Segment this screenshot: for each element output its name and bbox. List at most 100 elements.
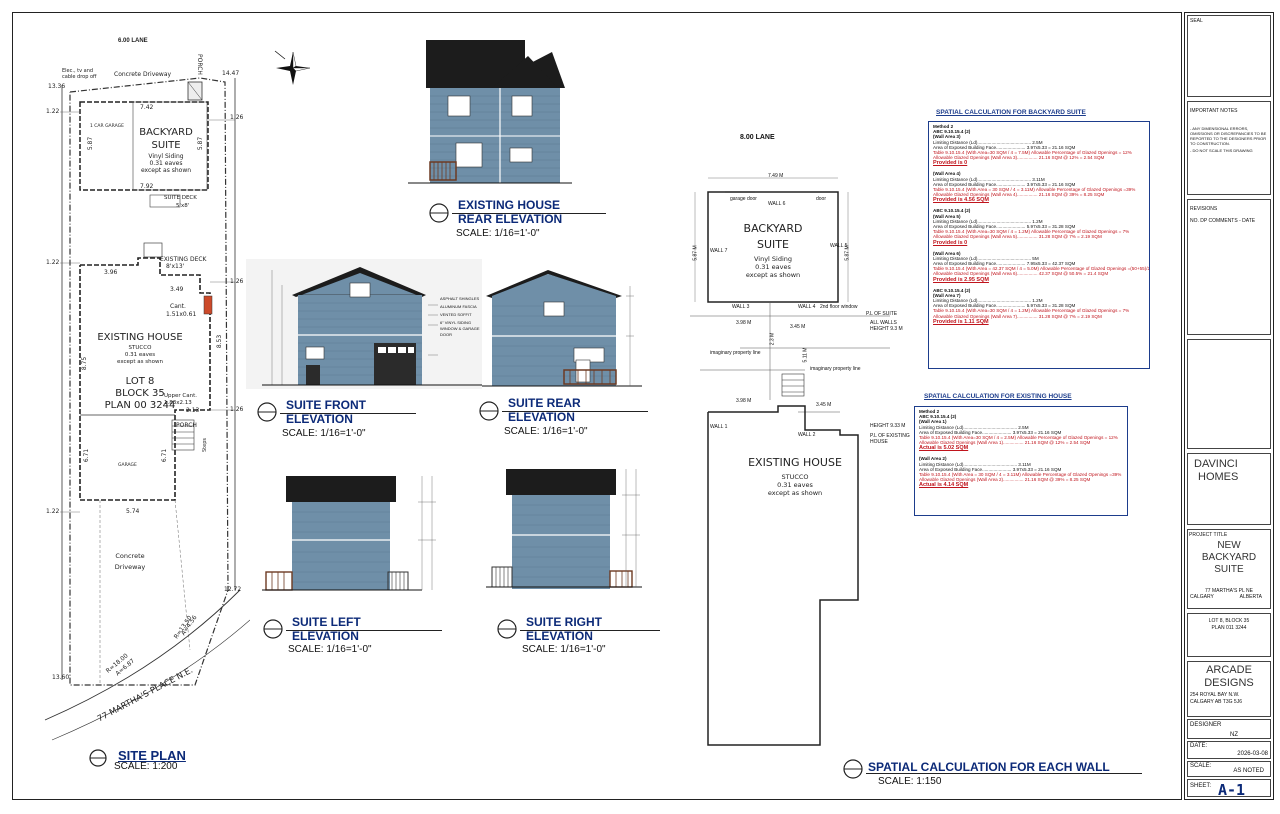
calc-line: (Wall Area 5) [933,213,961,219]
calc-line: Allowable Glazed Openings (Wall Area 4).… [933,192,1105,198]
calc-line: (Wall Area 6) [933,250,961,256]
imag-line-1: imaginary property line [710,350,761,356]
spatial-lane: 8.00 LANE [740,134,775,141]
calc-line: (Wall Area 2) [919,456,947,462]
front-note-3: VENTED SOFFIT [440,312,472,317]
dim-875: 8.75 [81,356,89,371]
calc-line: Allowable Glazed Openings (Wall Area 2).… [919,477,1091,483]
calc-line: ABC 9.10.15.4 (2) [933,287,971,293]
dim-left-587: 5.87 M [692,245,699,261]
calc-line: (Wall Area 3) [933,134,961,140]
calc-provided: Provided is 4.56 SQM [933,197,989,204]
calc-line: Table 9.10.15.4 (With Area=30 SQM / 4 = … [933,308,1130,314]
calc-line: Limiting Distance (Ld)..................… [919,461,1031,467]
dim-23: 2.3 M [769,332,776,346]
seal-label: SEAL [1190,18,1203,24]
sheet-label: SHEET: [1190,783,1212,789]
front-elev-title-1: SUITE FRONT [286,398,366,412]
right-elev-title-1: SUITE RIGHT [526,615,603,629]
right-elev-title-block: SUITE RIGHT ELEVATION SCALE: 1/16=1'-0" [496,614,666,658]
calc-line: Area of Exposed Building Face...........… [933,261,1076,267]
upper-cant-label: Upper Cant. [164,393,198,399]
calc-provided: Provided is 0 [933,239,968,246]
designer-value: NZ [1230,732,1238,738]
dim-742: 7.42 [140,104,154,111]
title-underline [502,411,648,412]
revisions-label: REVISIONS [1190,206,1218,212]
existing-deck-label: EXISTING DECK [160,256,207,263]
wall4-label: WALL 4 [798,304,816,310]
rear-elev-title-block: EXISTING HOUSE REAR ELEVATION SCALE: 1/1… [428,198,606,242]
dim-349: 3.49 [170,286,184,293]
legal-2: PLAN 011 3244 [1211,625,1247,631]
calc-line: Area of Exposed Building Face...........… [933,303,1076,309]
notes-cell: IMPORTANT NOTES - ANY DIMENSIONAL ERRORS… [1187,101,1271,195]
dim-top-left: 13.36 [48,83,66,90]
calc-line: Method 2 [919,409,940,414]
walls-height-label: ALL WALLS HEIGHT 9.3 M [870,320,903,332]
garage-door-label: garage door [730,196,757,202]
porch-mid-label: PORCH [176,422,197,429]
calc-provided: Provided is 2.95 SQM [933,276,989,283]
dim-671-right: 6.71 [161,448,169,463]
title-underline [866,773,1142,774]
dim-right-587: 5.87 M [844,245,851,261]
dim-122-c: 1.22 [46,508,60,515]
calc-line: Table 9.10.15.4 (With Area = 30 SQM / 4 … [933,187,1136,193]
existing-house-rear-elevation-drawing [408,40,572,184]
firm-cell: ARCADE DESIGNS 254 ROYAL BAY N.W. CALGAR… [1187,661,1271,717]
house-finish: STUCCO [128,345,152,351]
spatial-suite-label-1: BACKYARD [743,222,803,235]
spatial-suite-siding: Vinyl Siding [753,255,793,263]
spatial-suite-label-2: SUITE [757,238,789,251]
calc-provided: Provided is 1.11 SQM [933,318,989,325]
right-elev-title-2: ELEVATION [526,629,593,643]
project-title-label: PROJECT TITLE [1189,532,1228,538]
dim-345-a: 3.45 M [790,324,806,330]
suite-rear-elev-scale: SCALE: 1/16=1'-0" [504,426,588,437]
calc-line: Table 9.10.15.4 (With Area = 30 SQM / 4 … [919,472,1122,478]
calc-block: ABC 9.10.15.4 (2)(Wall Area 5)Limiting D… [933,208,1145,246]
scale-label: SCALE: [1190,763,1212,769]
site-plan: 6.00 LANE Elec., tv and cable drop off C… [40,30,251,750]
cant-size: 1.51x0.61 [166,311,197,318]
door-label: door [816,196,827,202]
legal-1: LOT 8, BLOCK 35 [1208,618,1250,624]
wall7-label: WALL 7 [710,248,728,254]
left-elev-title-block: SUITE LEFT ELEVATION SCALE: 1/16=1'-0" [262,614,442,658]
title-underline [520,630,660,631]
block-label: BLOCK 35 [115,388,165,399]
plan-label: PLAN 00 3244 [104,400,176,411]
calc-line: Area of Exposed Building Face...........… [933,144,1076,150]
site-plan-title-block: SITE PLAN SCALE: 1:200 [88,746,198,774]
dim-671-left: 6.71 [83,448,91,463]
firm-name-1: ARCADE [1206,664,1252,676]
sheet-cell: SHEET: A-1 [1187,779,1271,799]
spatial-scale: SCALE: 1:150 [878,776,942,787]
suite-rear-elev-title-block: SUITE REAR ELEVATION SCALE: 1/16=1'-0" [478,396,648,440]
legal-cell: LOT 8, BLOCK 35 PLAN 011 3244 [1187,613,1271,657]
calc-provided: Provided is 0 [933,160,968,167]
dim-122-a: 1.22 [46,108,60,115]
sheet-value: A-1 [1218,781,1246,799]
calc-block: ABC 9.10.15.4 (2)(Wall Area 7)Limiting D… [933,288,1145,326]
note-2: - DO NOT SCALE THIS DRAWING [1190,148,1253,153]
calc-line: Limiting Distance (Ld)..................… [933,218,1043,224]
suite-deck-label: SUITE DECK [164,195,197,201]
dim-396: 3.96 [104,269,118,276]
calc-line: Area of Exposed Building Face...........… [919,429,1062,435]
suite-left-elevation-drawing [262,476,436,591]
dim-bottom-left: 13.60 [52,674,70,681]
rear-elev-title-1: EXISTING HOUSE [458,198,561,212]
house-except: except as shown [117,359,163,365]
driveway-bottom-label: Concrete Driveway [114,552,146,571]
calc-line: Allowable Glazed Openings (Wall Area 5).… [933,234,1102,240]
dim-top-right: 14.47 [222,70,240,77]
left-elev-title-1: SUITE LEFT [292,615,361,629]
